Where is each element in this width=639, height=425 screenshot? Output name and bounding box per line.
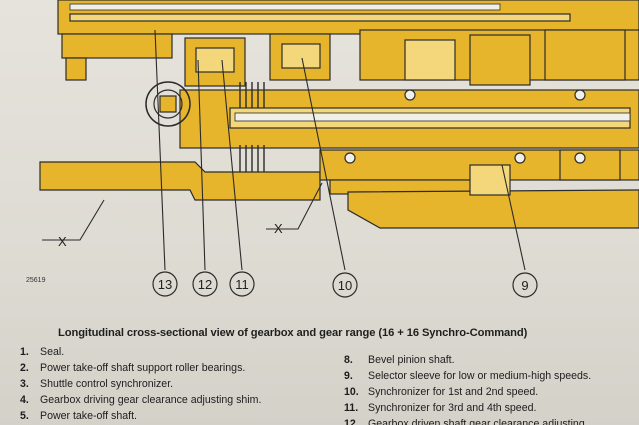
legend-left-column: 1.Seal. 2.Power take-off shaft support r… bbox=[20, 344, 340, 424]
section-marker-x-right: X bbox=[274, 221, 283, 236]
legend-item: 3.Shuttle control synchronizer. bbox=[20, 378, 174, 390]
svg-text:9: 9 bbox=[521, 278, 528, 293]
callout-13: 13 bbox=[152, 271, 178, 297]
callout-9: 9 bbox=[512, 272, 538, 298]
callout-10: 10 bbox=[332, 272, 358, 298]
gearbox-housing bbox=[39, 0, 639, 229]
gearbox-cross-section-diagram: 13 12 11 10 9 X X 25619 bbox=[26, 0, 639, 298]
svg-text:12: 12 bbox=[198, 277, 212, 292]
legend-item: 4.Gearbox driving gear clearance adjusti… bbox=[20, 394, 262, 406]
svg-text:13: 13 bbox=[158, 277, 172, 292]
legend-item: 5.Power take-off shaft. bbox=[20, 410, 137, 422]
callout-12: 12 bbox=[192, 271, 218, 297]
svg-text:10: 10 bbox=[338, 278, 352, 293]
legend-item: 8.Bevel pinion shaft. bbox=[344, 354, 455, 366]
legend-item: 9.Selector sleeve for low or medium-high… bbox=[344, 370, 592, 382]
section-marker-x-left: X bbox=[58, 234, 67, 249]
legend-item: 11.Synchronizer for 3rd and 4th speed. bbox=[344, 402, 537, 414]
callout-11: 11 bbox=[229, 271, 255, 297]
legend-item: 2.Power take-off shaft support roller be… bbox=[20, 362, 246, 374]
legend-right-column: 8.Bevel pinion shaft. 9.Selector sleeve … bbox=[344, 352, 639, 425]
svg-text:11: 11 bbox=[235, 277, 249, 292]
legend-item: 10.Synchronizer for 1st and 2nd speed. bbox=[344, 386, 539, 398]
figure-caption: Longitudinal cross-sectional view of gea… bbox=[58, 327, 528, 339]
legend-item: 1.Seal. bbox=[20, 346, 65, 358]
leader-lines bbox=[42, 29, 526, 271]
figure-ref-code: 25619 bbox=[26, 277, 46, 284]
legend-item: 12.Gearbox driven shaft gear clearance a… bbox=[344, 418, 585, 425]
